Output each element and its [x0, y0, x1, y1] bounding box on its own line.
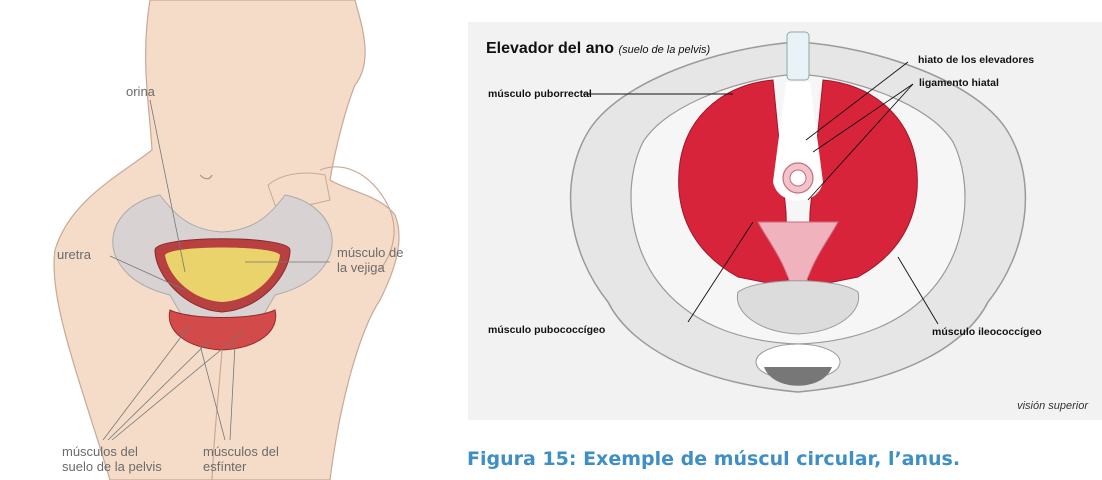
label-hiato: hiato de los elevadores	[918, 54, 1034, 66]
levator-ani-illustration	[468, 22, 1102, 420]
pelvis-anatomy-figure: orina uretra músculo de la vejiga múscul…	[0, 0, 440, 480]
label-pubococcigeo: músculo pubococcígeo	[488, 324, 605, 336]
figure-title: Elevador del ano (suelo de la pelvis)	[486, 40, 710, 58]
label-uretra: uretra	[57, 247, 91, 262]
label-musculo-vejiga: músculo de la vejiga	[337, 245, 403, 275]
figure-title-text: Elevador del ano	[486, 40, 614, 57]
levator-ani-figure: Elevador del ano (suelo de la pelvis) hi…	[468, 22, 1102, 420]
label-musculos-suelo: músculos del suelo de la pelvis	[62, 444, 162, 474]
figure-caption: Figura 15: Exemple de múscul circular, l…	[467, 448, 960, 470]
view-label: visión superior	[1017, 400, 1088, 412]
label-puborrectal: músculo puborrectal	[488, 88, 592, 100]
label-ileococcigeo: músculo ileococcígeo	[932, 326, 1042, 338]
label-musculos-esfinter: músculos del esfínter	[203, 444, 279, 474]
pelvis-anatomy-illustration	[0, 0, 440, 480]
figure-subtitle: (suelo de la pelvis)	[619, 44, 711, 56]
label-ligamento: ligamento hiatal	[919, 77, 999, 89]
label-orina: orina	[126, 84, 155, 99]
